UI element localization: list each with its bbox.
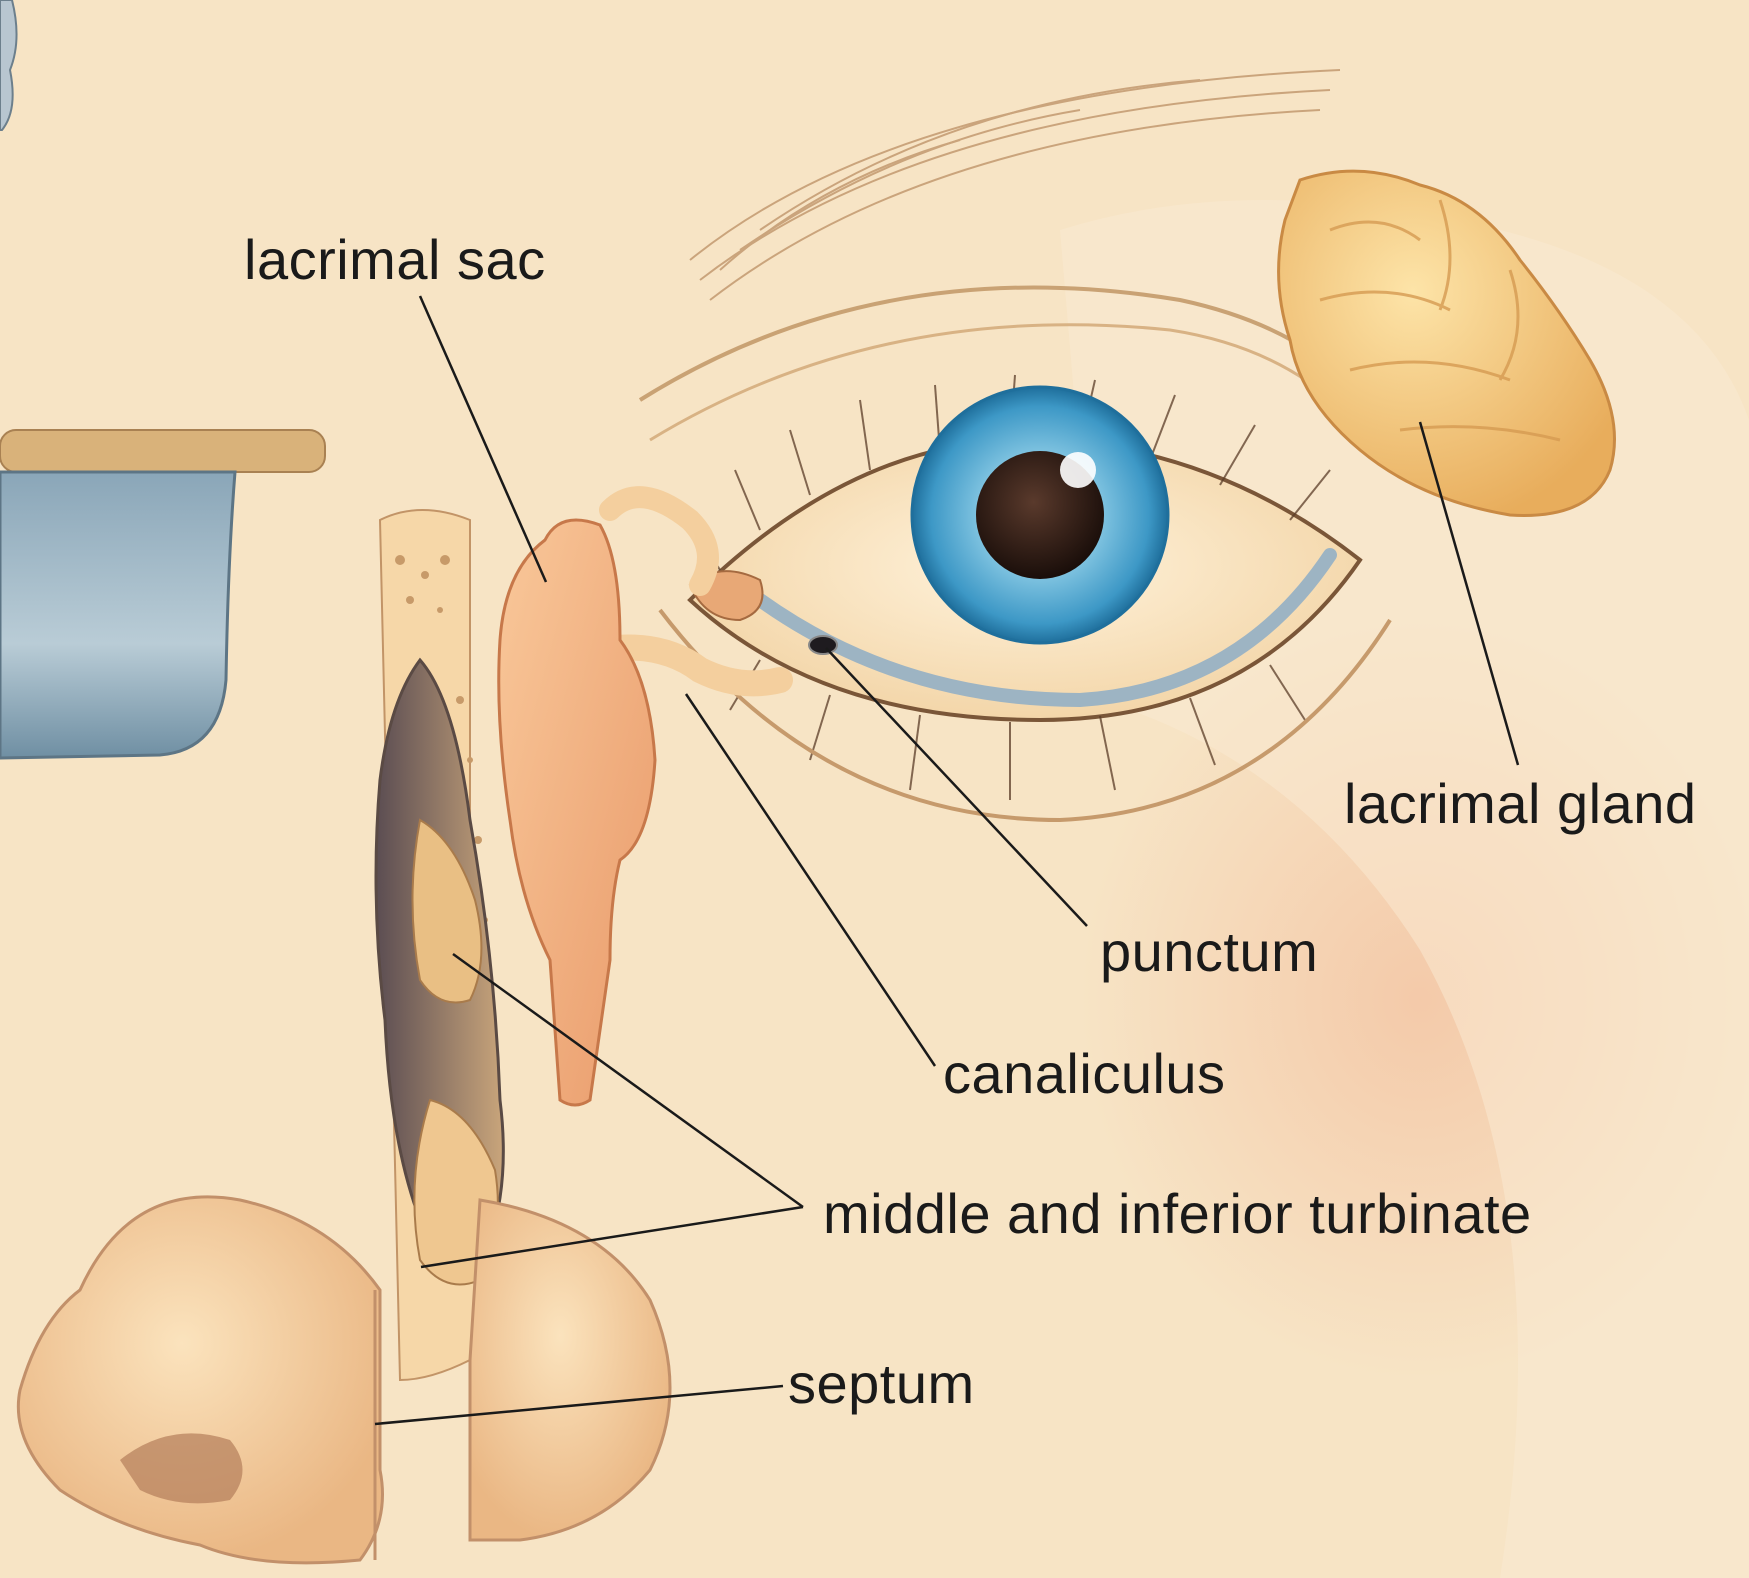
lacrimal-sac-shape — [499, 520, 655, 1105]
cropped-object-top-left — [0, 0, 17, 130]
label-canaliculus: canaliculus — [943, 1046, 1226, 1102]
label-punctum: punctum — [1100, 924, 1318, 980]
punctum-opening — [809, 636, 837, 654]
label-septum: septum — [788, 1356, 975, 1412]
label-lacrimal-sac: lacrimal sac — [244, 232, 546, 288]
eye-highlight — [1060, 452, 1096, 488]
leader-middle-turbinate — [453, 954, 803, 1207]
label-turbinate: middle and inferior turbinate — [823, 1186, 1532, 1242]
nose-ala — [18, 1197, 382, 1563]
label-lacrimal-gland: lacrimal gland — [1344, 776, 1697, 832]
basin-shape — [0, 430, 325, 758]
